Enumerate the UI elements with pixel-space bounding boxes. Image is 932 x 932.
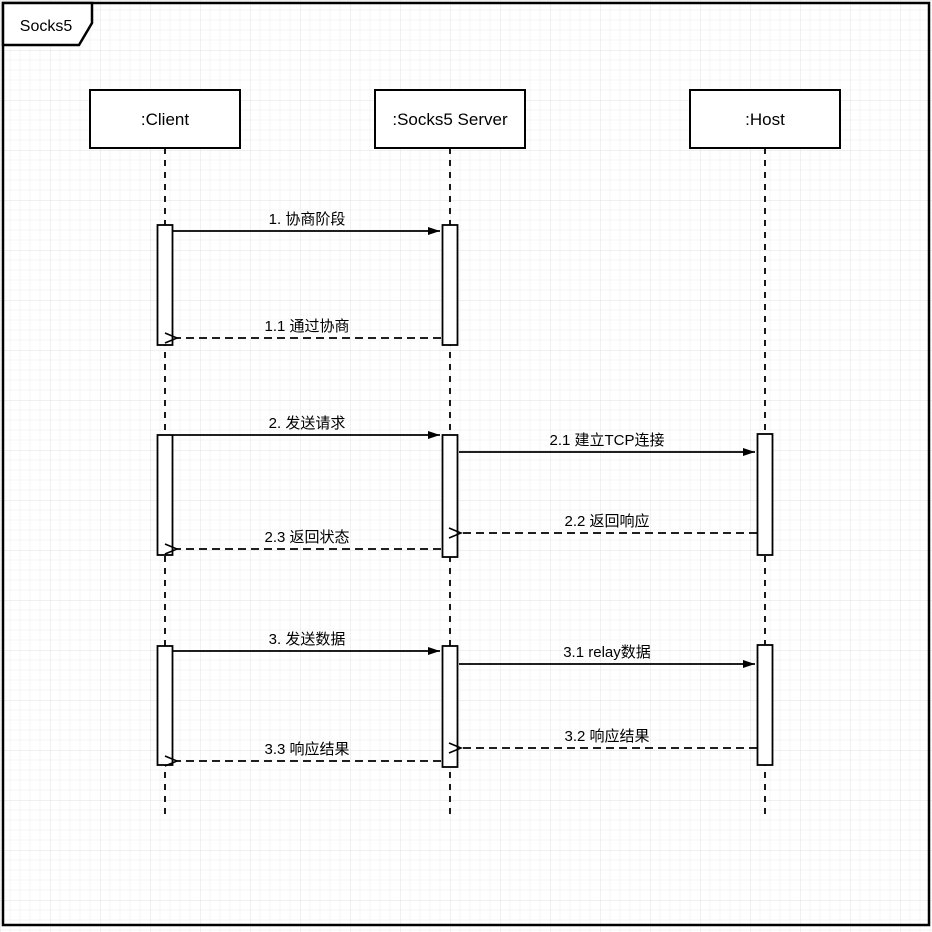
message-3-3: 3.3 响应结果 xyxy=(176,740,441,761)
frame-title: Socks5 xyxy=(20,18,73,35)
message-3-1: 3.1 relay数据 xyxy=(459,644,755,668)
lifeline-host-label: :Host xyxy=(745,110,785,129)
lifeline-socks5-server: :Socks5 Server xyxy=(374,89,526,820)
host-activation-2 xyxy=(756,644,774,766)
lifeline-socks5-server-header xyxy=(374,89,526,149)
message-3-3-label: 3.3 响应结果 xyxy=(264,740,349,758)
client-activation-2 xyxy=(156,434,174,556)
message-2-3: 2.3 返回状态 xyxy=(176,529,441,549)
message-2-2-label: 2.2 返回响应 xyxy=(564,512,649,530)
message-2-1-label: 2.1 建立TCP连接 xyxy=(549,432,664,449)
message-1-label: 1. 协商阶段 xyxy=(269,211,346,228)
message-3-2: 3.2 响应结果 xyxy=(460,727,757,748)
message-2-3-label: 2.3 返回状态 xyxy=(264,529,349,546)
client-activation-1 xyxy=(156,224,174,346)
message-3: 3. 发送数据 xyxy=(173,631,440,655)
lifeline-client: :Client xyxy=(89,89,241,820)
server-activation-3 xyxy=(441,645,459,768)
message-3-1-label: 3.1 relay数据 xyxy=(563,644,651,661)
lifeline-host: :Host xyxy=(689,89,841,820)
lifeline-client-label: :Client xyxy=(141,110,189,129)
lifeline-host-header xyxy=(689,89,841,149)
message-2: 2. 发送请求 xyxy=(173,415,440,439)
message-2-1: 2.1 建立TCP连接 xyxy=(459,432,755,456)
message-2-2: 2.2 返回响应 xyxy=(460,512,757,533)
server-activation-2 xyxy=(441,434,459,558)
message-1-1: 1.1 通过协商 xyxy=(176,318,441,338)
message-3-label: 3. 发送数据 xyxy=(269,631,346,648)
lifeline-socks5-server-label: :Socks5 Server xyxy=(392,110,508,129)
frame-label-shape xyxy=(1,1,94,47)
message-2-label: 2. 发送请求 xyxy=(269,415,346,432)
lifeline-client-header xyxy=(89,89,241,149)
host-activation-1 xyxy=(756,433,774,556)
message-1: 1. 协商阶段 xyxy=(173,211,440,235)
client-activation-3 xyxy=(156,645,174,766)
message-3-2-label: 3.2 响应结果 xyxy=(564,727,649,745)
server-activation-1 xyxy=(441,224,459,346)
message-1-1-label: 1.1 通过协商 xyxy=(264,318,349,335)
